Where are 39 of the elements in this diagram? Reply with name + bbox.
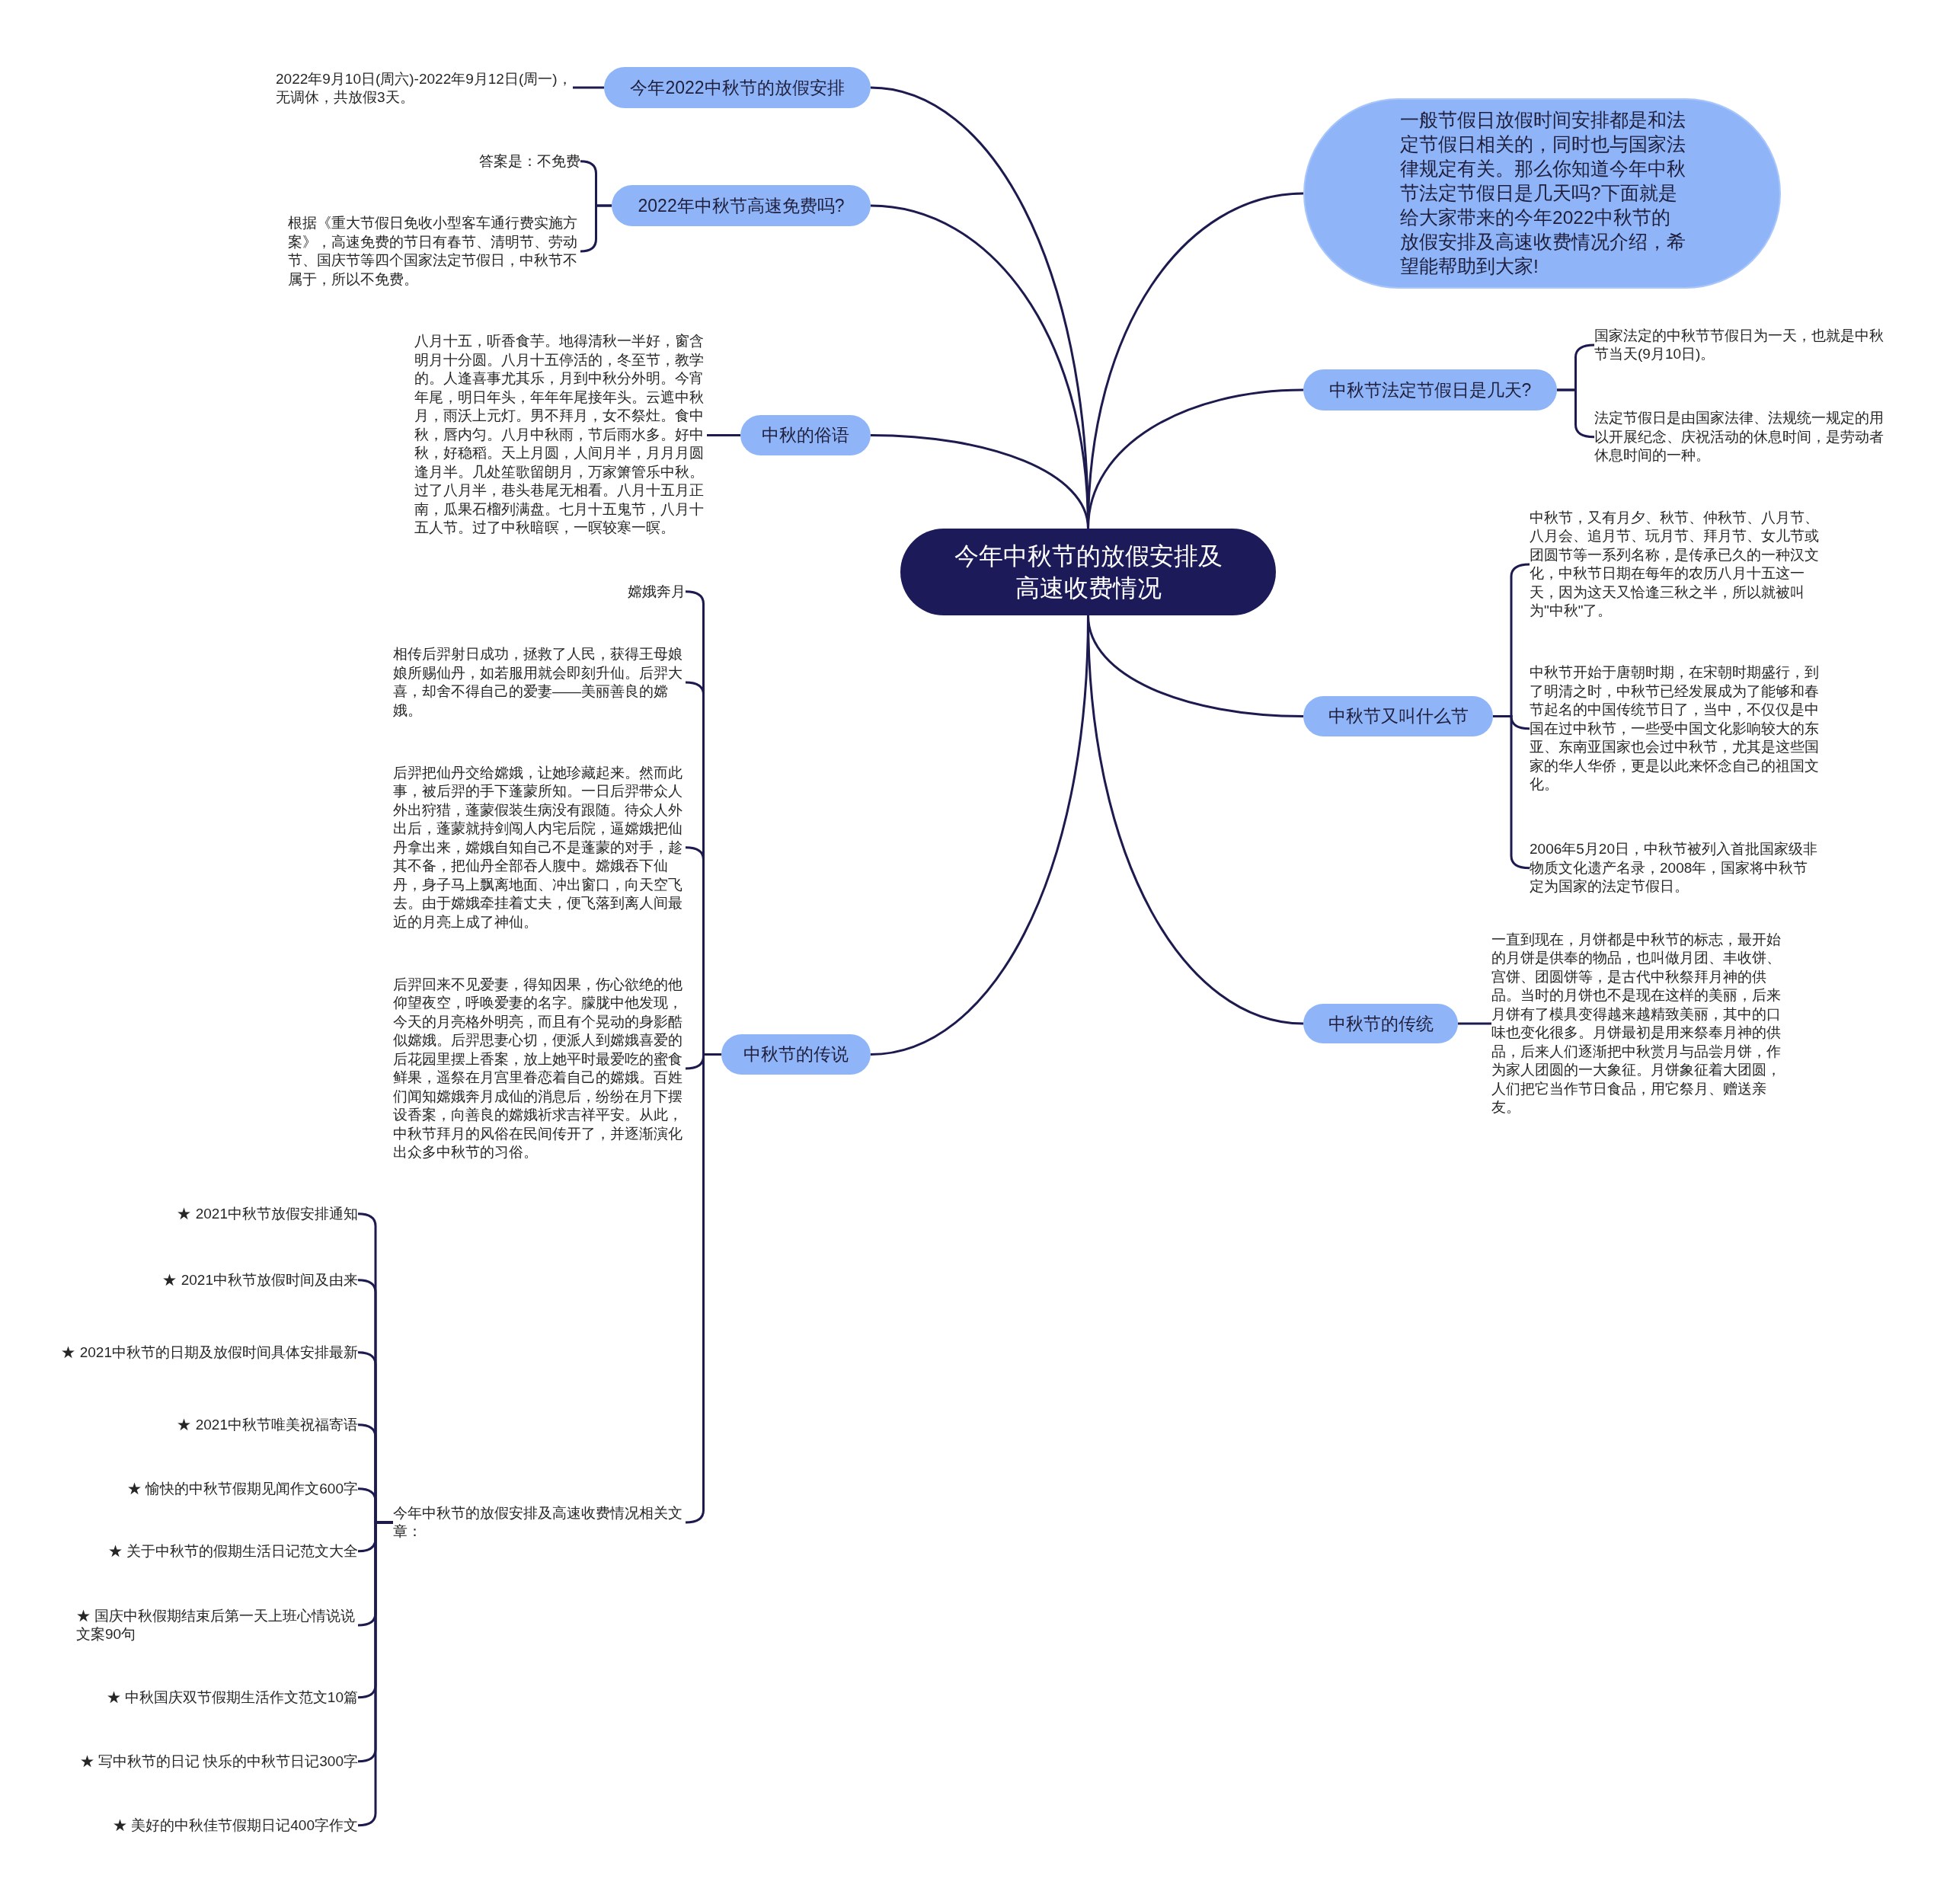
- note-text: ★ 写中秋节的日记 快乐的中秋节日记300字: [79, 1752, 358, 1771]
- note-text: ★ 美好的中秋佳节假期日记400字作文: [113, 1816, 358, 1835]
- note-text: 后羿把仙丹交给嫦娥，让她珍藏起来。然而此事，被后羿的手下蓬蒙所知。一日后羿带众人外出狩猎，蓬蒙假装生病没有跟随。待众人外出后，蓬蒙就持剑闯人内宅后院，逼嫦娥把仙丹拿出来，嫦娥自知自己不是蓬蒙的对手，趁其不备，把仙丹全部吞人腹中。嫦娥吞下仙丹，身子马上飘离地面、冲出窗口，向天空飞去。由于嫦娥牵挂着丈夫，便飞落到离人间最近的月亮上成了神仙。: [393, 763, 686, 931]
- central-topic: 今年中秋节的放假安排及高速收费情况: [900, 529, 1276, 615]
- note-text: ★ 2021中秋节放假时间及由来: [162, 1270, 358, 1289]
- note-text: 相传后羿射日成功，拯救了人民，获得王母娘娘所赐仙丹，如若服用就会即刻升仙。后羿大喜，却舍不得自己的爱妻——美丽善良的嫦娥。: [393, 645, 686, 720]
- note-text: 后羿回来不见爱妻，得知因果，伤心欲绝的他仰望夜空，呼唤爱妻的名字。朦胧中他发现，今天的月亮格外明亮，而且有个晃动的身影酷似嫦娥。后羿思妻心切，便派人到嫦娥喜爱的后花园里摆上香案，放上她平时最爱吃的蜜食鲜果，遥祭在月宫里眷恋着自己的嫦娥。百姓们闻知嫦娥奔月成仙的消息后，纷纷在月下摆设香案，向善良的嫦娥祈求吉祥平安。从此，中秋节拜月的风俗在民间传开了，并逐渐演化出众多中秋节的习俗。: [393, 975, 686, 1162]
- branch-topic: 中秋节的传统: [1303, 1004, 1458, 1043]
- branch-topic: 中秋节的传说: [721, 1034, 871, 1075]
- branch-topic: 今年2022中秋节的放假安排: [604, 67, 871, 108]
- note-text: 中秋节，又有月夕、秋节、仲秋节、八月节、八月会、追月节、玩月节、拜月节、女儿节或团圆节等一系列名称，是传承已久的一种汉文化，中秋节日期在每年的农历八月十五这一天，因为这天又恰逢三秋之半，所以就被叫为"中秋"了。: [1530, 508, 1822, 621]
- connector-line: [1087, 388, 1304, 529]
- note-text: ★ 2021中秋节唯美祝福寄语: [177, 1415, 358, 1434]
- note-text: ★ 2021中秋节放假安排通知: [177, 1204, 358, 1223]
- note-text: 八月十五，听香食芋。地得清秋一半好，窗含明月十分圆。八月十五停活的，冬至节，教学的。人逢喜事尤其乐，月到中秋分外明。今宵年尾，明日年头，年年年尾接年头。云遮中秋月，雨沃上元灯。男不拜月，女不祭灶。食中秋，唇内匀。八月中秋雨，节后雨水多。好中秋，好稳稻。天上月圆，人间月半，月月月圆逢月半。几处笙歌留朗月，万家箫管乐中秋。过了八月半，巷头巷尾无相看。八月十五月正南，瓜果石榴列满盘。七月十五鬼节，八月十五人节。过了中秋暗暝，一暝较寒一暝。: [414, 332, 707, 538]
- note-text: ★ 中秋国庆双节假期生活作文范文10篇: [106, 1688, 358, 1707]
- connector-line: [1458, 1022, 1491, 1025]
- note-text: ★ 2021中秋节的日期及放假时间具体安排最新: [61, 1343, 358, 1362]
- branch-topic: 中秋节法定节假日是几天?: [1303, 369, 1557, 411]
- note-text: 一直到现在，月饼都是中秋节的标志，最开始的月饼是供奉的物品，也叫做月团、丰收饼、宫饼、团圆饼等，是古代中秋祭拜月神的供品。当时的月饼也不是现在这样的美丽，后来月饼有了模具变得越来越精致美丽，其中的口味也变化很多。月饼最初是用来祭奉月神的供品，后来人们逐渐把中秋赏月与品尝月饼，作为家人团圆的一大象征。月饼象征着大团圆，人们把它当作节日食品，用它祭月、赠送亲友。: [1491, 930, 1784, 1117]
- connector-line: [573, 86, 604, 89]
- intro-bubble: 一般节假日放假时间安排都是和法定节假日相关的，同时也与国家法律规定有关。那么你知道今年中秋节法定节假日是几天吗?下面就是给大家带来的今年2022中秋节的放假安排及高速收费情况介绍，希望能帮助到大家!: [1303, 98, 1781, 289]
- branch-topic: 中秋的俗语: [740, 415, 871, 455]
- connector-line: [707, 434, 740, 436]
- note-text: ★ 国庆中秋假期结束后第一天上班心情说说文案90句: [76, 1606, 358, 1644]
- note-text: 答案是：不免费: [479, 152, 580, 171]
- note-text: 今年中秋节的放假安排及高速收费情况相关文章：: [393, 1503, 686, 1541]
- connector-line: [1087, 615, 1304, 1025]
- branch-topic: 2022年中秋节高速免费吗?: [612, 185, 871, 226]
- note-text: ★ 愉快的中秋节假期见闻作文600字: [127, 1479, 358, 1498]
- note-text: 中秋节开始于唐朝时期，在宋朝时期盛行，到了明清之时，中秋节已经发展成为了能够和春节起名的中国传统节日了，当中，不仅仅是中国在过中秋节，一些受中国文化影响较大的东亚、东南亚国家也会过中秋节，尤其是这些国家的华人华侨，更是以此来怀念自己的祖国文化。: [1530, 663, 1822, 794]
- note-text: 嫦娥奔月: [628, 582, 686, 601]
- note-text: 国家法定的中秋节节假日为一天，也就是中秋节当天(9月10日)。: [1594, 326, 1887, 364]
- note-text: 2022年9月10日(周六)-2022年9月12日(周一)，无调休，共放假3天。: [276, 69, 573, 107]
- branch-topic: 中秋节又叫什么节: [1303, 696, 1493, 736]
- note-text: 法定节假日是由国家法律、法规统一规定的用以开展纪念、庆祝活动的休息时间，是劳动者休息时间的一种。: [1594, 409, 1887, 465]
- note-text: 2006年5月20日，中秋节被列入首批国家级非物质文化遗产名录，2008年，国家将中秋节定为国家的法定节假日。: [1530, 840, 1822, 896]
- note-text: 根据《重大节假日免收小型客车通行费实施方案》，高速免费的节日有春节、清明节、劳动节、国庆节等四个国家法定节假日，中秋节不属于，所以不免费。: [288, 214, 580, 289]
- note-text: ★ 关于中秋节的假期生活日记范文大全: [107, 1541, 358, 1561]
